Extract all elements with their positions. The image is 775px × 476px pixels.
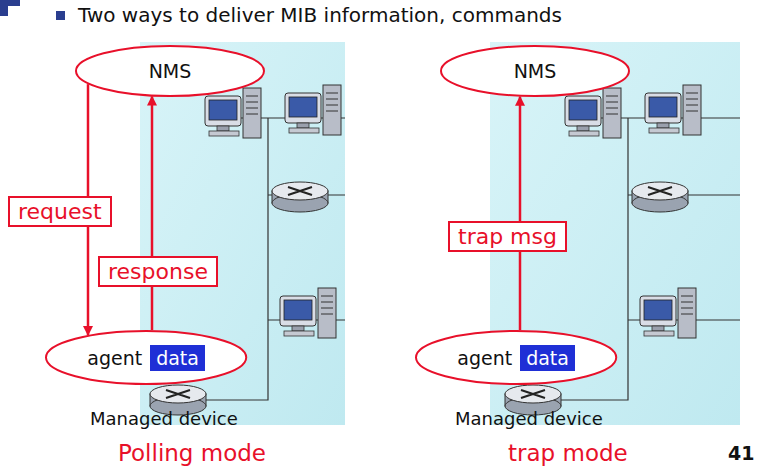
edge-label: request xyxy=(8,196,112,227)
device-caption: Managed device xyxy=(455,408,603,429)
node-name: agent xyxy=(87,347,142,369)
data-tag: data xyxy=(150,345,205,371)
ellipse-node: NMS xyxy=(440,45,630,97)
ellipse-node: agent data xyxy=(415,330,617,385)
message-arrow xyxy=(519,97,522,330)
ellipse-shape xyxy=(416,331,616,384)
ellipse-shape xyxy=(76,46,264,96)
data-tag: data xyxy=(520,345,575,371)
slide-title: Two ways to deliver MIB information, com… xyxy=(78,3,562,27)
device-caption: Managed device xyxy=(90,408,238,429)
ellipse-shape xyxy=(46,331,246,384)
ellipse-outline xyxy=(45,330,247,385)
mode-caption: Polling mode xyxy=(118,440,266,466)
page-number: 41 xyxy=(728,442,754,464)
node-name: agent xyxy=(457,347,512,369)
ellipse-shape xyxy=(441,46,629,96)
edge-label: trap msg xyxy=(448,221,567,252)
node-name: NMS xyxy=(514,60,557,82)
ellipse-outline xyxy=(415,330,617,385)
message-arrow xyxy=(151,97,154,331)
ellipse-node: agent data xyxy=(45,330,247,385)
edge-label: response xyxy=(98,256,218,287)
ellipse-node: NMS xyxy=(75,45,265,97)
node-name: NMS xyxy=(149,60,192,82)
mode-caption: trap mode xyxy=(508,440,628,466)
